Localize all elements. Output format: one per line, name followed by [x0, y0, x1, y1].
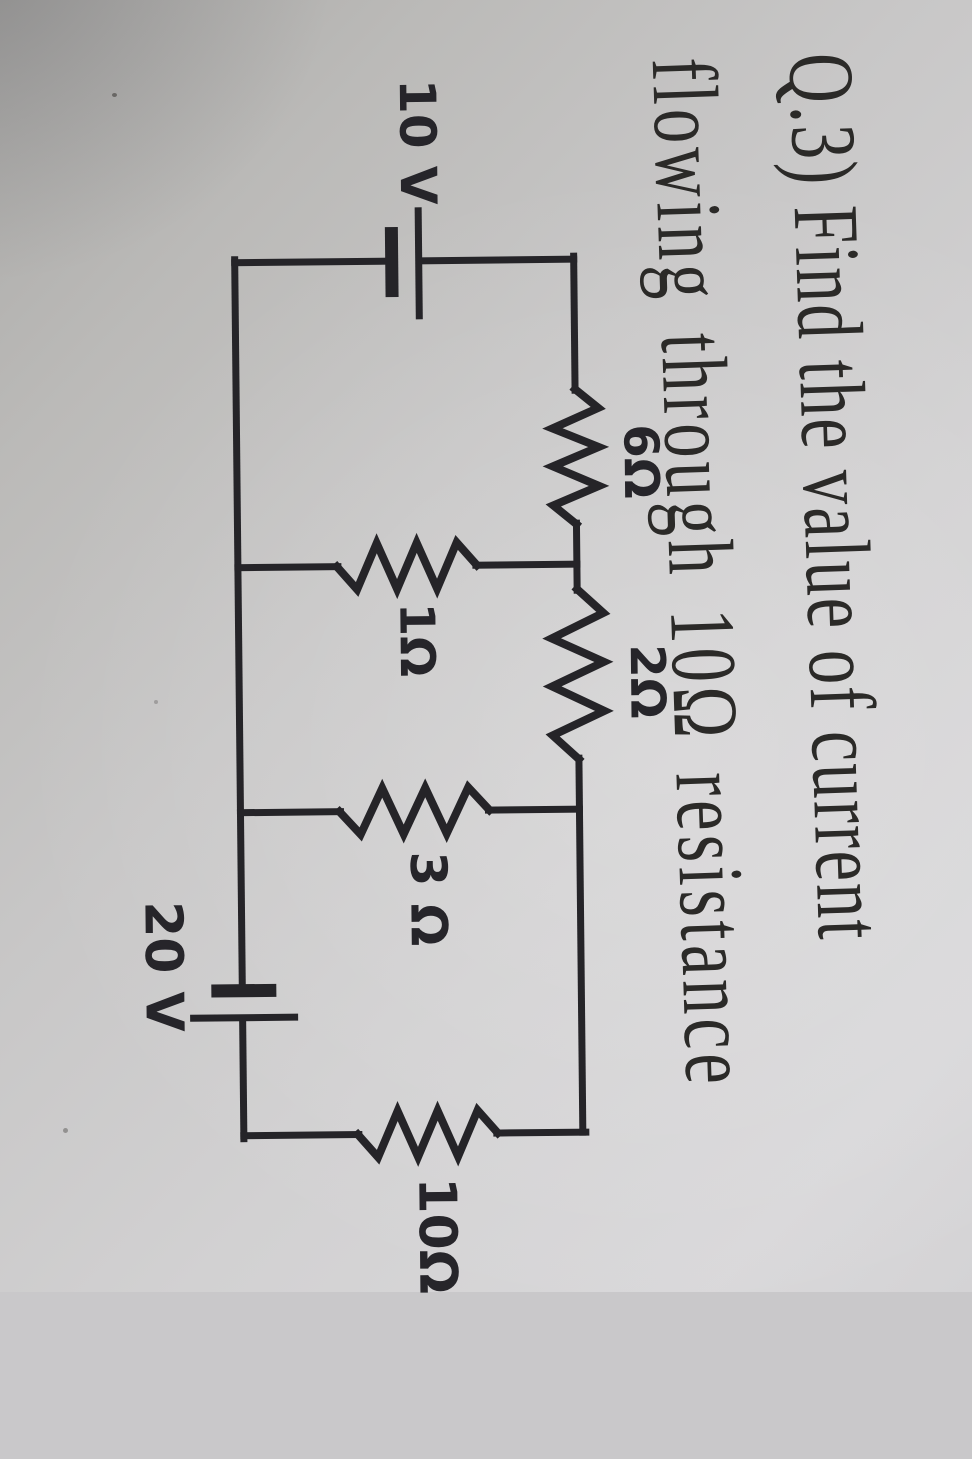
resistor-1ohm — [331, 532, 483, 600]
resistor-10ohm — [352, 1100, 504, 1167]
wire-right-rail-lower — [240, 1130, 363, 1140]
dust-speck — [154, 700, 158, 704]
wire-right-rail-upper — [493, 1128, 590, 1137]
battery-20v-label: 20 V — [132, 901, 193, 1032]
photographed-page: Q.3) Find the value of current flowing t… — [0, 0, 972, 1294]
battery-20v-short-plate — [211, 983, 277, 998]
rotated-page-content: Q.3) Find the value of current flowing t… — [132, 51, 901, 1295]
resistor-6ohm — [542, 383, 610, 530]
resistor-2ohm — [542, 583, 614, 765]
circuit-diagram: 10 V 6Ω 2Ω 1Ω 3 Ω 10Ω 20 V — [132, 79, 676, 1295]
wire-bottom-rail-segment-2 — [239, 1018, 248, 1143]
resistor-3ohm — [333, 778, 496, 844]
resistor-10ohm-label: 10Ω — [406, 1177, 467, 1294]
battery-10v-label: 10 V — [388, 79, 447, 206]
dust-speck — [63, 1128, 68, 1133]
wire-left-rail-upper — [418, 255, 578, 265]
resistor-2ohm-label: 2Ω — [619, 644, 676, 719]
wire-bottom-rail-segment-1 — [231, 256, 246, 992]
resistor-1ohm-label: 1Ω — [388, 602, 445, 677]
resistor-3ohm-label: 3 Ω — [399, 851, 458, 946]
wire-branch2-lower — [236, 808, 345, 817]
wire-branch2-upper — [484, 805, 583, 814]
wire-top-rail-segment-1 — [570, 252, 579, 394]
wire-left-rail-lower — [231, 257, 393, 267]
battery-10v-long-plate — [414, 207, 423, 320]
battery-20v-long-plate — [190, 1013, 299, 1022]
wire-branch1-lower — [234, 563, 342, 572]
wire-top-rail-segment-2 — [572, 519, 581, 594]
wire-top-rail-segment-3 — [575, 754, 587, 1136]
resistor-6ohm-label: 6Ω — [612, 424, 669, 499]
dust-speck — [112, 93, 117, 97]
wire-branch1-upper — [472, 560, 581, 569]
